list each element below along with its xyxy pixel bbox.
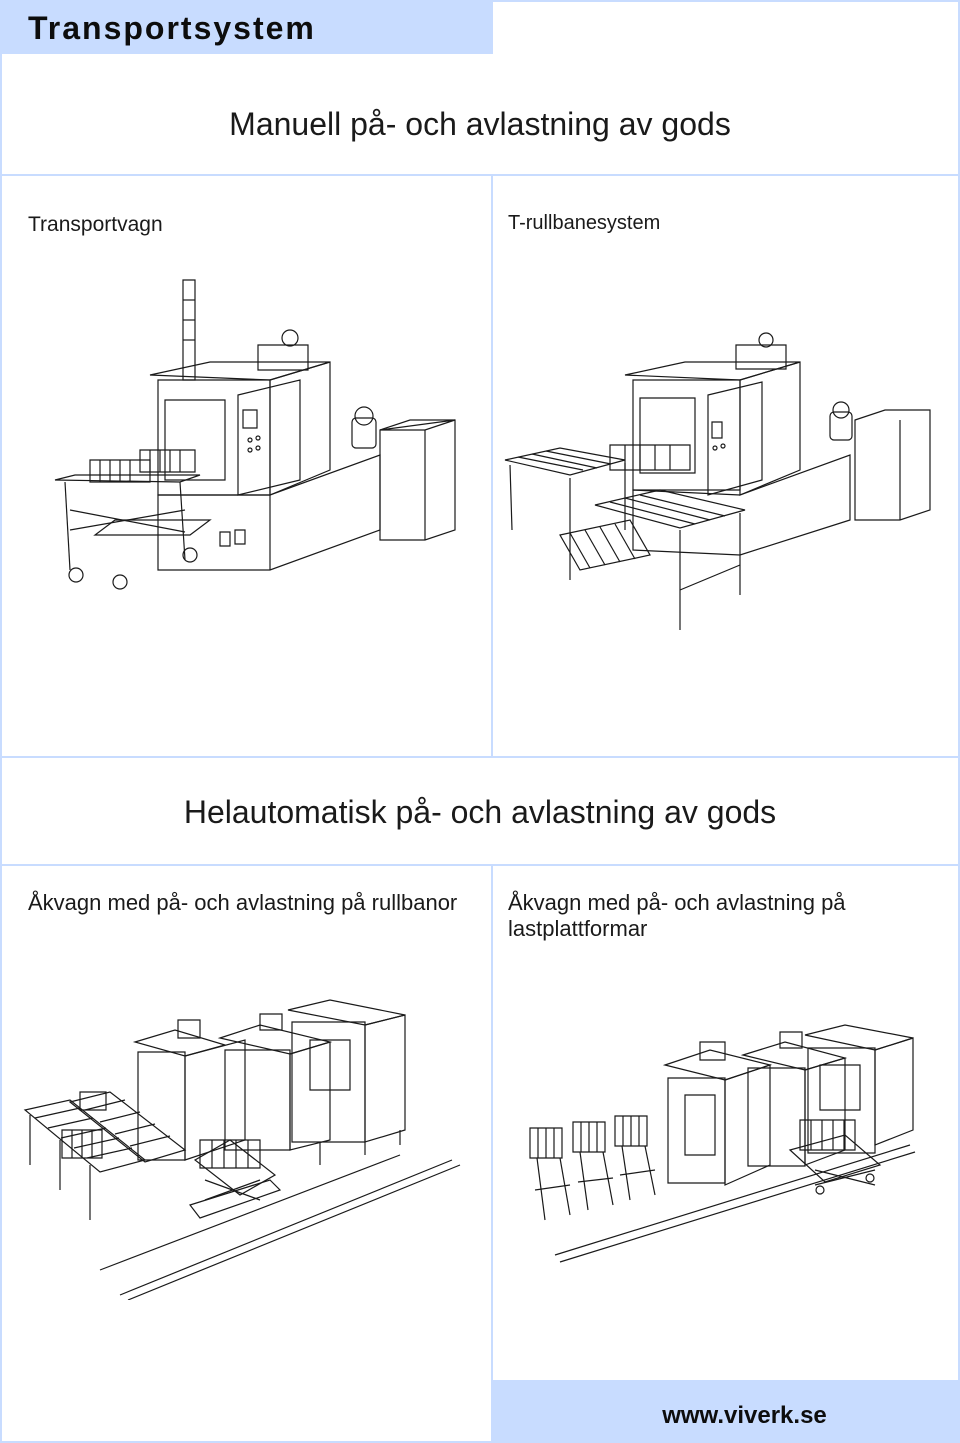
t-rullbanesystem-drawing <box>500 330 940 650</box>
akvagn-rullbanor-drawing <box>20 990 470 1300</box>
footer-bar: www.viverk.se <box>491 1380 958 1441</box>
section-heading-auto: Helautomatisk på- och avlastning av gods <box>183 794 777 830</box>
website-url[interactable]: www.viverk.se <box>662 1401 827 1429</box>
caption-transportvagn: Transportvagn <box>28 213 163 236</box>
divider-auto <box>0 864 960 866</box>
page-title: Transportsystem <box>28 9 316 46</box>
akvagn-lastplattformar-drawing <box>515 1010 935 1280</box>
divider-manual <box>0 174 960 176</box>
border-left <box>0 0 2 1443</box>
border-right <box>958 0 960 1443</box>
caption-akvagn-lastplattformar: Åkvagn med på- och avlastning på lastpla… <box>508 890 846 941</box>
caption-t-rullbanesystem: T-rullbanesystem <box>508 212 661 234</box>
divider-auto-top <box>0 756 960 758</box>
caption-akvagn-rullbanor: Åkvagn med på- och avlastning på rullban… <box>28 890 458 915</box>
border-bottom <box>0 1441 960 1443</box>
border-top <box>0 0 960 2</box>
section-heading-manual: Manuell på- och avlastning av gods <box>229 106 731 142</box>
header-bar: Transportsystem <box>2 2 493 54</box>
divider-vertical-manual <box>491 176 493 756</box>
divider-vertical-auto <box>491 866 493 1380</box>
transportvagn-drawing <box>40 270 470 610</box>
